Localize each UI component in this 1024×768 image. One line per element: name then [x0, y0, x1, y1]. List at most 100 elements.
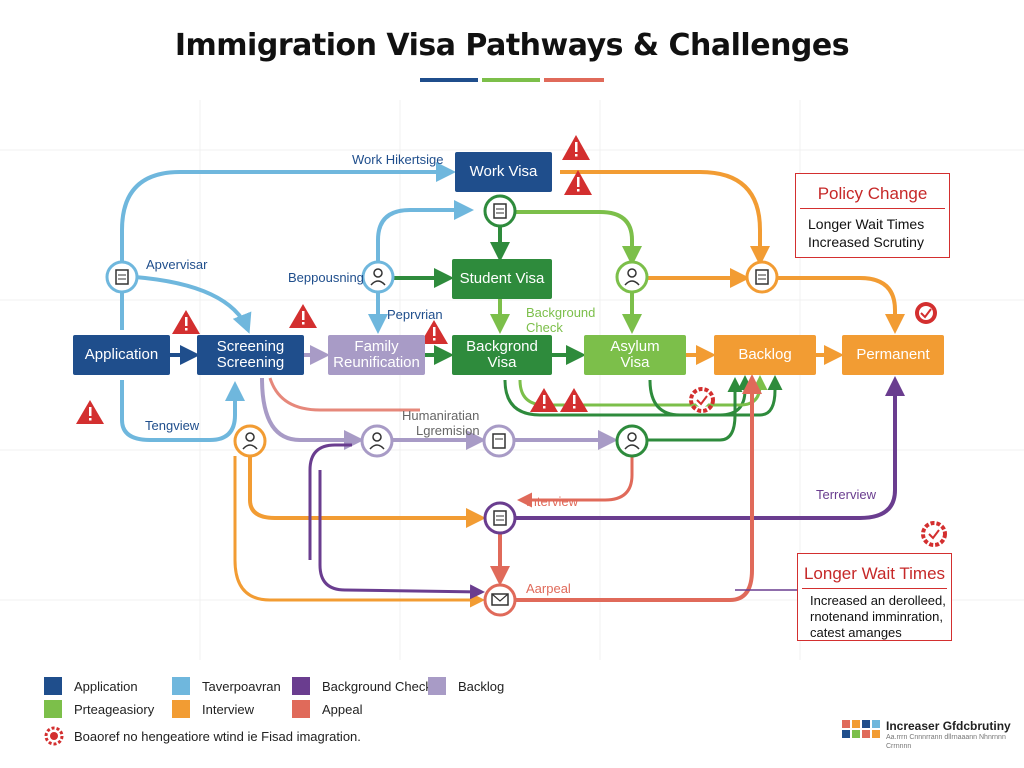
label-terrerview: Terrerview [816, 487, 876, 502]
legend-item: Appeal [292, 700, 362, 718]
legend-label: Application [74, 678, 138, 694]
warning-icon-workvisa-top [562, 135, 590, 160]
node-application-label: Application [84, 346, 159, 363]
legend-label: Appeal [322, 701, 363, 717]
note-longer-wait-times: Longer Wait Times Increased an derolleed… [797, 553, 952, 641]
note-policy-change: Policy Change Longer Wait Times Increase… [795, 173, 950, 258]
edge-asylumnode-interview [517, 456, 634, 508]
legend-item: Taverpoavran [172, 677, 281, 695]
brand-mark [842, 720, 880, 738]
doc-icon-interview [483, 501, 517, 535]
doc-icon-apvervisar [105, 260, 139, 294]
person-icon-asylumnode-bottom [615, 424, 649, 458]
footer-text: Boaoref no hengeatiore wtind ie Fisad im… [74, 728, 361, 744]
node-background-visa-label: Backgrond Visa [466, 338, 538, 371]
person-icon-humanitarian [360, 424, 394, 458]
edge-top-student [376, 200, 474, 262]
node-work-visa[interactable]: Work Visa [455, 152, 552, 192]
node-backlog[interactable]: Backlog [714, 335, 816, 375]
node-student-visa-label: Student Visa [459, 270, 545, 287]
gear-check-icon-permanent [915, 302, 937, 324]
warning-icon-screening [172, 310, 200, 334]
node-application[interactable]: Application [73, 335, 170, 375]
warning-icon-application [76, 400, 104, 424]
node-work-visa-label: Work Visa [469, 163, 538, 180]
edge-workvisa-policy [560, 170, 770, 266]
node-screening-label-2: Screening [216, 354, 285, 371]
legend-label: Backlog [458, 678, 505, 694]
title-underline-green [482, 78, 540, 82]
legend-item: Application [44, 677, 138, 695]
legend-swatch [172, 700, 190, 718]
legend-swatch [428, 677, 446, 695]
edge-screening-humanitarian [260, 377, 364, 450]
legend-label: Interview [202, 701, 255, 717]
edge-purple-background [308, 443, 352, 560]
mail-icon-appeal [483, 583, 517, 617]
node-permanent[interactable]: Permanent [842, 335, 944, 375]
edge-orange-appeal [233, 456, 485, 608]
edge-asylumnode-backlog [646, 377, 743, 442]
edge-red-screening [268, 377, 420, 412]
edge-green-loop-3 [648, 375, 783, 417]
edge-purple-appeal [318, 470, 485, 600]
gear-check-icon-note [921, 521, 947, 547]
legend-swatch [292, 700, 310, 718]
legend-item: Interview [172, 700, 254, 718]
brand-logo: Increaser Gfdcbrutiny Aa.rrrn Cnnnrrann … [842, 720, 1024, 751]
note-wait-line: catest amanges [810, 625, 902, 640]
note-wait-line: Increased an derolleed, [810, 593, 946, 608]
node-screening-label-1: Screening [216, 338, 285, 355]
label-apvervisar: Apvervisar [146, 257, 208, 272]
note-policy-line: Longer Wait Times [808, 216, 925, 232]
label-work-heritage: Work Hikertsige [352, 152, 444, 167]
warning-icon-workvisa-right [564, 170, 592, 195]
doc-icon-worknode [483, 194, 517, 228]
node-permanent-label: Permanent [856, 346, 930, 363]
legend-item: Background Check [292, 677, 432, 695]
label-background-check-2: Check [526, 320, 563, 335]
brand-name: Increaser Gfdcbrutiny [886, 719, 1011, 733]
gear-check-icon-backlog [689, 387, 715, 413]
person-icon-beppousning [361, 260, 395, 294]
edge-green-loop-2 [518, 375, 768, 407]
node-asylum-label-1: Asylum [610, 338, 660, 355]
edge-orange-interview [248, 456, 486, 528]
label-humanitarian-1: Humaniratian [402, 408, 480, 423]
brand-tagline: Aa.rrrn Cnnnrrann dllrnaaann Nhnrnnn Crr… [886, 734, 1006, 750]
label-humanitarian-2: Lgremision [416, 423, 480, 438]
footer-note: Boaoref no hengeatiore wtind ie Fisad im… [44, 726, 361, 746]
legend-swatch [44, 677, 62, 695]
legend-label: Taverpoavran [202, 678, 281, 694]
legend-swatch [172, 677, 190, 695]
note-policy-line: Increased Scrutiny [808, 234, 924, 250]
node-student-visa[interactable]: Student Visa [452, 259, 552, 299]
edge-worknode-asylum [514, 210, 642, 266]
legend-item: Prteageasiory [44, 700, 154, 718]
label-tengview: Tengview [145, 418, 200, 433]
label-background-check-1: Background [526, 305, 596, 320]
edge-appeal-backlog [516, 374, 762, 602]
node-asylum-label-2: Visa [620, 354, 650, 371]
legend-swatch [44, 700, 62, 718]
label-beppousning: Beppousning [288, 270, 364, 285]
label-interview: Interview [526, 494, 579, 509]
legend-item: Backlog [428, 677, 504, 695]
gear-alert-icon [44, 726, 64, 746]
person-icon-orange [233, 424, 267, 458]
node-background-visa[interactable]: Backgrond Visa [452, 335, 552, 375]
edge-interview-permanent [516, 376, 905, 520]
legend-label: Background Check [322, 678, 432, 694]
warning-icon-background-2 [560, 388, 588, 412]
title-underline-red [544, 78, 604, 82]
edge-policy-permanent [776, 276, 905, 334]
legend-swatch [292, 677, 310, 695]
node-family-label-1: Family [354, 338, 399, 355]
node-backlog-label: Backlog [738, 346, 792, 363]
edge-apvervisar-screening [134, 275, 252, 334]
warning-icon-family [289, 304, 317, 328]
